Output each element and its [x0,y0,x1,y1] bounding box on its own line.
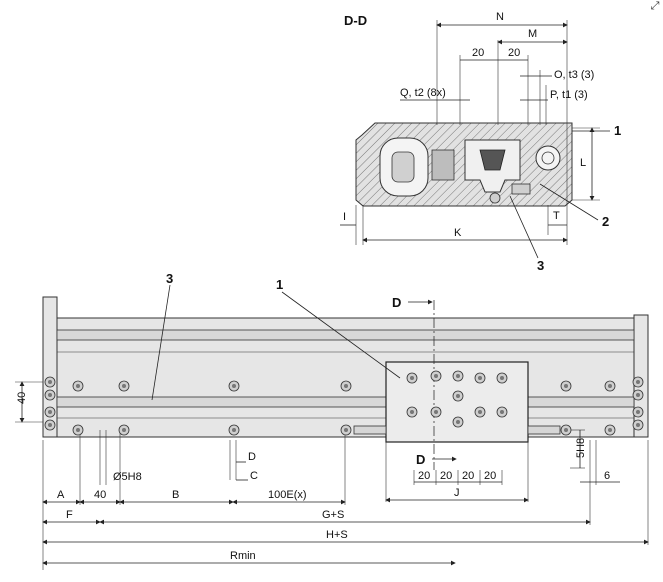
dim-6: 6 [604,470,610,482]
section-mark-bottom: D [416,452,425,467]
dim-40: 40 [94,489,106,501]
dim-C: C [250,470,258,482]
profile-rail-top [56,329,635,341]
callout-1-main: 1 [276,277,283,292]
main-view: D D 3 1 40 D C Ø5H8 A 40 B [15,271,649,570]
section-seal [431,149,455,181]
dim-J: J [454,487,460,499]
callout-3-main: 3 [166,271,173,286]
dim-20-4: 20 [484,470,496,482]
dim-L: L [580,157,586,169]
dim-P: P, t1 (3) [550,89,588,101]
wiper-left [353,425,387,435]
dim-H-plus-S: H+S [326,529,348,541]
dim-N: N [496,11,504,23]
dim-height-40: 40 [16,392,28,404]
section-mark-top: D [392,295,401,310]
wiper-right [527,425,561,435]
dim-G-plus-S: G+S [322,509,344,521]
section-key [479,149,506,171]
dim-I: I [343,211,346,223]
callout-1-section: 1 [614,123,621,138]
section-title: D-D [344,13,367,28]
dim-100E: 100E(x) [268,489,307,501]
dim-B: B [172,489,179,501]
mounting-holes [44,370,644,436]
dim-F: F [66,509,73,521]
end-cap-right [633,314,649,438]
dim-T: T [553,210,560,222]
dim-K: K [454,227,462,239]
dim-20b: 20 [508,47,520,59]
expand-icon[interactable]: ⤢ [650,0,660,12]
dim-M: M [528,28,537,40]
dim-Rmin: Rmin [230,550,256,562]
section-view: D-D N M 20 20 O, t3 (3 [340,11,621,273]
dim-5H8: 5H8 [575,438,587,458]
dim-Q: Q, t2 (8x) [400,87,446,99]
dim-D: D [248,451,256,463]
section-bearing [535,145,561,171]
dim-diameter-5H8: Ø5H8 [113,471,142,483]
callout-2-section: 2 [602,214,609,229]
section-piston [391,151,415,183]
dim-A: A [57,489,65,501]
dim-20a: 20 [472,47,484,59]
profile-rail-mid [56,396,635,408]
dim-20-1: 20 [418,470,430,482]
dim-O: O, t3 (3) [554,69,594,81]
callout-3-section: 3 [537,258,544,273]
dim-20-3: 20 [462,470,474,482]
dim-20-2: 20 [440,470,452,482]
